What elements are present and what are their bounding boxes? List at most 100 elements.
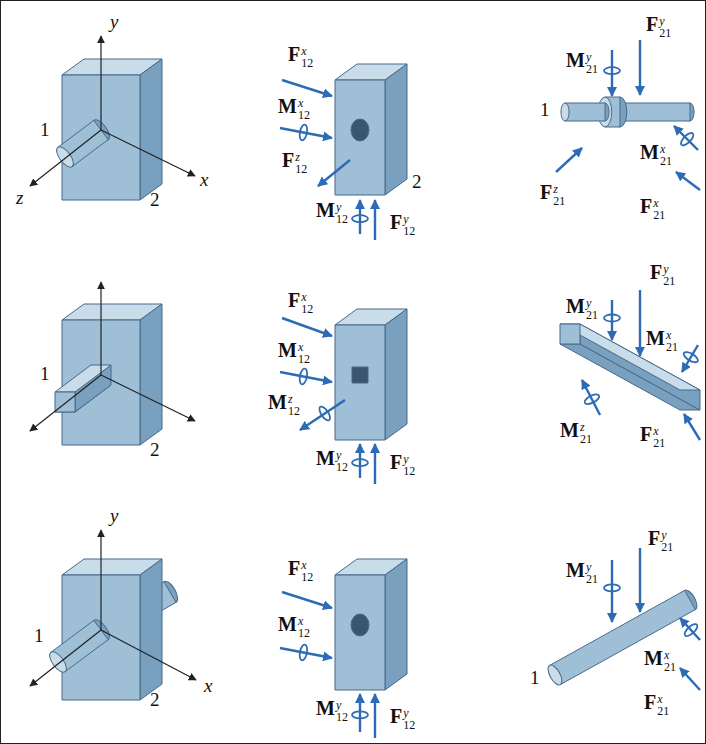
moment-label: M21y <box>566 296 598 322</box>
coordinate-axis <box>101 375 195 421</box>
force-arrow <box>374 444 376 484</box>
force-arrow <box>639 548 641 612</box>
coordinate-axis <box>100 530 101 630</box>
moment-ring <box>352 215 368 222</box>
link-number: 2 <box>150 690 160 709</box>
force-label: F21y <box>646 14 671 40</box>
block-front <box>335 80 385 195</box>
block-front <box>335 575 385 690</box>
key-hole <box>352 367 368 383</box>
link-number: 1 <box>540 100 550 119</box>
block-side <box>140 304 162 445</box>
moment-ring <box>604 67 620 74</box>
link-number: 2 <box>150 190 160 209</box>
moment-ring <box>298 644 308 661</box>
moment-ring <box>317 405 332 422</box>
link-number: 1 <box>40 120 50 139</box>
force-label: F12x <box>288 558 313 584</box>
cylinder-end <box>545 663 564 687</box>
coordinate-axis <box>100 36 101 130</box>
coordinate-axis <box>101 130 195 176</box>
moment-ring <box>583 392 600 406</box>
moment-ring <box>352 459 368 466</box>
force-arrow <box>359 694 361 732</box>
moment-ring <box>604 315 620 322</box>
force-arrow <box>359 200 361 234</box>
force-arrow <box>582 380 600 415</box>
force-arrow <box>639 40 641 95</box>
force-label: F12z <box>282 150 307 176</box>
moment-label: M12x <box>278 96 310 122</box>
force-arrow <box>611 50 613 96</box>
moment-ring <box>604 584 620 591</box>
force-arrow <box>674 126 698 150</box>
cylinder-body <box>565 103 605 121</box>
axis-label: z <box>16 188 23 207</box>
moment-label: M21x <box>646 328 678 354</box>
force-label: F21z <box>540 182 565 208</box>
force-arrow <box>282 80 332 96</box>
axis-label: y <box>110 506 118 525</box>
pin-hole <box>351 119 369 141</box>
force-arrow <box>680 618 700 640</box>
force-arrow <box>374 694 376 738</box>
force-label: F12x <box>288 44 313 70</box>
cylinder-end <box>561 103 569 121</box>
force-arrow <box>282 592 332 608</box>
force-arrow <box>682 345 698 372</box>
coordinate-axis <box>100 282 101 375</box>
link-number: 1 <box>40 364 50 383</box>
moment-label: M12y <box>316 448 348 474</box>
moment-ring <box>683 622 700 638</box>
axis-label: x <box>204 676 212 695</box>
link-number: 2 <box>412 172 422 191</box>
link-number: 1 <box>34 626 44 645</box>
bar-end <box>560 324 580 344</box>
force-label: F12y <box>390 706 415 732</box>
force-label: F21y <box>648 528 673 554</box>
moment-label: M21x <box>644 648 676 674</box>
block-side <box>385 309 407 440</box>
bar-face <box>560 324 700 390</box>
coordinate-axis <box>101 630 196 680</box>
moment-label: M12x <box>278 614 310 640</box>
moment-label: M12x <box>278 340 310 366</box>
force-arrow <box>639 290 641 356</box>
force-label: F21x <box>640 196 665 222</box>
force-arrow <box>282 318 332 336</box>
force-label: F12x <box>288 290 313 316</box>
force-arrow <box>680 668 700 690</box>
moment-ring <box>352 711 368 718</box>
moment-label: M21y <box>566 560 598 586</box>
cylinder-body <box>620 103 690 121</box>
force-arrow <box>374 200 376 240</box>
force-arrow <box>318 160 350 186</box>
force-label: F21x <box>644 692 669 718</box>
drawing <box>30 36 700 738</box>
moment-label: M21y <box>566 50 598 76</box>
block-side <box>385 559 407 690</box>
moment-ring <box>679 131 695 147</box>
force-arrow <box>300 400 345 430</box>
block-front <box>335 325 385 440</box>
force-arrow <box>359 444 361 478</box>
moment-label: M21x <box>640 142 672 168</box>
moment-label: M12y <box>316 698 348 724</box>
coordinate-axis <box>30 375 101 431</box>
force-label: F21y <box>650 262 675 288</box>
block-side <box>140 59 162 200</box>
force-label: F21x <box>640 424 665 450</box>
axis-label: x <box>200 170 208 189</box>
cylinder-body <box>550 590 696 684</box>
link-number: 1 <box>530 668 540 687</box>
moment-ring <box>298 368 308 385</box>
moment-label: M12y <box>316 200 348 226</box>
force-label: F12y <box>390 212 415 238</box>
force-arrow <box>611 300 613 340</box>
axis-label: y <box>110 12 118 31</box>
force-label: F12y <box>390 452 415 478</box>
